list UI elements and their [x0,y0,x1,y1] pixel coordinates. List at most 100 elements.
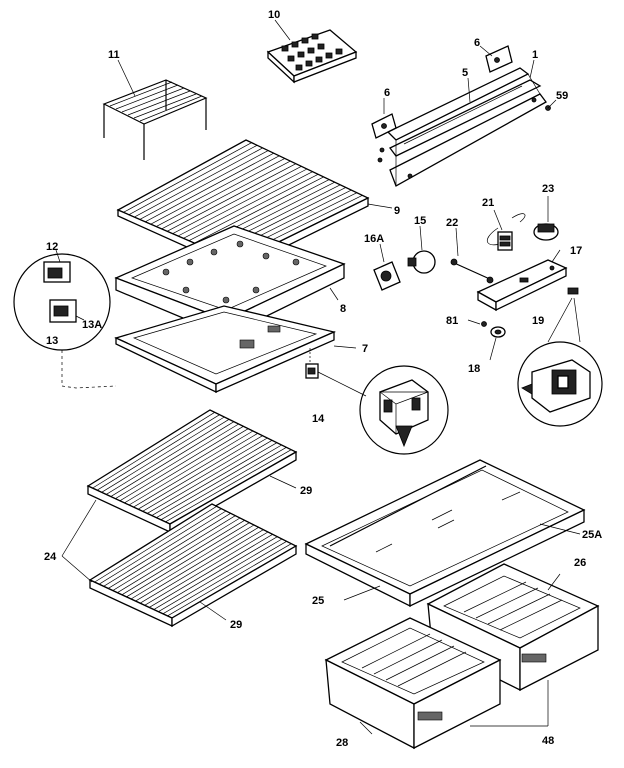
callout-29-lower: 29 [230,619,242,631]
shelf-rib-line [119,426,244,502]
callout-29-upper: 29 [300,485,312,497]
shelf-rib-line [92,412,215,489]
callout-6-mid: 6 [384,87,390,99]
shelf-rib-line [128,430,254,506]
shelf-rib-line [126,522,250,598]
callout-labels: 10 6 11 6 5 1 59 9 23 21 15 22 16A 17 12… [44,9,602,749]
callout-8: 8 [340,303,346,315]
callout-7: 7 [362,343,368,355]
shelf-rib-line [142,437,268,512]
shelf-rib-line [139,150,269,220]
shelf-rib-line [161,160,291,230]
shelf-rib-line [123,142,252,213]
bracket-detail-circle [359,365,449,455]
shelf-rib-line [156,444,282,518]
shelf-rib-line [115,423,239,499]
shelf-rib-line [121,520,245,596]
shelf-rib-line [133,433,258,508]
callout-11: 11 [108,49,120,61]
callout-13: 13 [46,335,58,347]
callout-6-top: 6 [474,37,480,49]
callout-1: 1 [532,49,538,61]
shelf-rib-line [139,529,264,604]
shelf-rib-line [156,158,285,227]
shelf-rib-line [94,506,217,583]
shelf-rib-line [106,419,230,495]
light-switch-part [533,196,559,241]
grommet-part [489,326,506,361]
shelf-rib-line [98,508,222,585]
light-switch-detail [517,287,603,427]
callout-22: 22 [446,217,458,229]
shelf-rib-line [177,168,308,237]
ice-cube-tray-part [266,19,358,84]
shelf-rib-line [124,428,249,504]
shelf-rib-line [151,442,278,516]
shelf-rib-line [149,534,273,608]
bracket-part-upper [479,45,513,73]
shelf-rib-line [166,163,297,232]
shelf-rib-line [153,536,278,610]
callout-59: 59 [556,90,568,102]
screw-part [545,99,557,111]
shelf-rib-line [112,515,236,591]
light-socket-part [373,243,401,291]
crisper-drawer-left-part [324,617,502,750]
upper-wire-shelf-part [86,409,298,534]
shelf-rail-part [386,59,547,187]
shelf-rib-line [134,147,263,218]
shelf-rib-line [130,524,255,600]
callout-19: 19 [532,315,544,327]
shelf-rib-line [150,155,280,225]
light-shield-part [476,249,568,312]
screw-81-part [467,319,487,327]
callout-16a: 16A [364,233,384,245]
callout-26-right: 26 [574,557,586,569]
bracket-part-lower [371,98,397,163]
callout-25a: 25A [582,529,602,541]
shelf-rib-line [103,510,227,587]
callout-23: 23 [542,183,554,195]
callout-10: 10 [268,9,280,21]
bracket-14-part [305,348,367,397]
wire-rack-part [102,59,208,160]
shelf-rib-line [96,414,220,491]
shelf-rib-line [194,176,324,244]
shelf-rib-line [117,517,241,593]
shelf-rib-line [145,152,274,223]
callout-15: 15 [414,215,426,227]
shelf-rib-line [162,541,287,615]
shelf-base-frame-part [114,305,357,394]
lower-wire-shelf-part [88,503,298,628]
shelf-rib-line [167,543,292,617]
shelf-rib-line [108,513,231,589]
shelf-rib-line [188,173,319,242]
callout-17: 17 [570,245,582,257]
shelf-rib-line [110,421,235,497]
callout-28: 28 [336,737,348,749]
callout-24: 24 [44,551,57,563]
callout-13a: 13A [82,319,102,331]
callout-48: 48 [542,735,554,747]
callout-9: 9 [394,205,400,217]
shelf-rib-line [183,171,313,239]
shelf-rib-line [137,435,263,510]
callout-25: 25 [312,595,324,607]
callout-18: 18 [468,363,480,375]
shelf-rib-line [144,531,269,606]
crisper-cover-part [304,459,586,608]
light-bulb-part [407,225,436,274]
shelf-rib-line [160,447,287,521]
callout-14: 14 [312,413,325,425]
shelf-rib-line [172,166,302,234]
shelf-rib-line [158,538,283,612]
shelf-rib-line [147,440,273,514]
callout-21: 21 [482,197,494,209]
light-socket-rod-part [450,227,494,284]
callout-5: 5 [462,67,468,79]
callout-81: 81 [446,315,458,327]
shelf-rib-line [135,527,259,602]
shelf-rib-line [128,144,258,216]
callout-12: 12 [46,241,58,253]
